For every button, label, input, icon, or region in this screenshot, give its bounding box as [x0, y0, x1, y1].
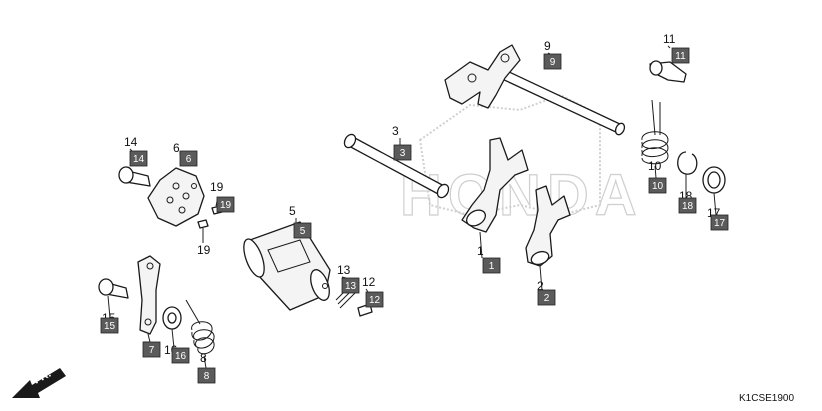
- reference-box-label: 12: [369, 295, 381, 306]
- callout-p2: 22: [537, 265, 556, 306]
- reference-box: [678, 197, 697, 214]
- snap-ring-18: [677, 151, 698, 175]
- reference-box: [671, 47, 690, 64]
- reference-box-label: 9: [550, 57, 556, 68]
- reference-box-label: 5: [300, 226, 306, 237]
- callout-p3: 33: [392, 124, 412, 161]
- reference-box-label: 11: [675, 51, 686, 62]
- callout-p8: 88: [197, 351, 216, 384]
- reference-box: [648, 177, 667, 194]
- front-direction-arrow: FR.: [12, 368, 66, 398]
- leader-line: [713, 192, 717, 216]
- washer-17: [702, 166, 726, 194]
- diagram-code: K1CSE1900: [739, 393, 794, 404]
- shift-fork-shaft: [343, 133, 450, 199]
- callout-number: 10: [648, 159, 662, 173]
- callout-number: 9: [544, 39, 551, 53]
- spring-10: [641, 99, 669, 165]
- reference-box: [393, 144, 412, 161]
- leader-line: [479, 231, 483, 259]
- reference-box-label: 13: [345, 281, 357, 292]
- callout-p1: 11: [477, 231, 501, 274]
- spring-8: [185, 299, 215, 355]
- reference-box: [543, 53, 562, 70]
- callout-p12: 12 12: [362, 275, 384, 308]
- leader-line: [365, 288, 369, 293]
- callout-p7: 77: [142, 333, 161, 358]
- reference-box-label: 1: [489, 261, 495, 272]
- leader-line: [107, 295, 111, 319]
- callout-p6: 66: [173, 141, 198, 167]
- reference-box: [197, 367, 216, 384]
- bolt-14: [118, 166, 151, 187]
- callout-number: 19: [210, 180, 224, 194]
- reference-box-label: 6: [186, 154, 192, 165]
- reference-box: [142, 341, 161, 358]
- callout-p5: 55: [289, 204, 312, 239]
- reference-box: [482, 257, 501, 274]
- callout-number: 3: [392, 124, 399, 138]
- gearshift-spindle: [444, 44, 626, 136]
- callout-p19b: 19: [197, 228, 211, 257]
- reference-box-label: 2: [544, 293, 550, 304]
- callout-number: 8: [200, 351, 207, 365]
- reference-box-label: 14: [133, 154, 145, 165]
- shift-fork-1: [461, 137, 529, 233]
- reference-box: [537, 289, 556, 306]
- leader-line: [667, 45, 671, 49]
- bolt-15: [98, 278, 129, 299]
- callout-p15: 1515: [100, 295, 119, 334]
- reference-box: [293, 222, 312, 239]
- reference-box-label: 18: [682, 201, 694, 212]
- callout-layer: 1122335566778899101011111212131314141515…: [100, 32, 729, 384]
- reference-box-label: 10: [652, 181, 664, 192]
- callout-p10: 10 10: [648, 159, 667, 194]
- stopper-plate-6: [147, 167, 205, 227]
- callout-number: 6: [173, 141, 180, 155]
- shift-fork-2: [525, 185, 571, 267]
- bolt-11: [649, 60, 687, 83]
- leader-line: [147, 333, 151, 343]
- callout-number: 19: [197, 243, 211, 257]
- reference-box: [100, 317, 119, 334]
- callout-number: 2: [537, 279, 544, 293]
- reference-box-label: 19: [220, 200, 232, 211]
- reference-box-label: 15: [104, 321, 116, 332]
- reference-box: [341, 277, 360, 294]
- reference-box-label: 7: [149, 345, 155, 356]
- callout-number: 13: [337, 263, 351, 277]
- reference-box-label: 16: [175, 351, 187, 362]
- reference-box: [365, 291, 384, 308]
- reference-box: [179, 150, 198, 167]
- leader-line: [203, 355, 207, 369]
- leader-line: [539, 265, 543, 291]
- reference-box-label: 3: [400, 148, 406, 159]
- leader-line: [654, 165, 657, 179]
- callout-number: 14: [124, 135, 138, 149]
- washer-16: [162, 306, 182, 330]
- shift-drum-5: [243, 221, 331, 311]
- stopper-arm-7: [137, 255, 161, 335]
- leader-line: [171, 328, 175, 349]
- reference-box: [710, 214, 729, 231]
- callout-number: 12: [362, 275, 376, 289]
- reference-box: [171, 347, 190, 364]
- callout-number: 5: [289, 204, 296, 218]
- reference-box-label: 8: [204, 371, 210, 382]
- reference-box: [129, 150, 148, 167]
- callout-number: 1: [477, 244, 484, 258]
- callout-p9: 99: [543, 39, 562, 70]
- reference-box-label: 17: [714, 218, 726, 229]
- callout-number: 11: [663, 32, 676, 46]
- reference-box: [216, 196, 235, 213]
